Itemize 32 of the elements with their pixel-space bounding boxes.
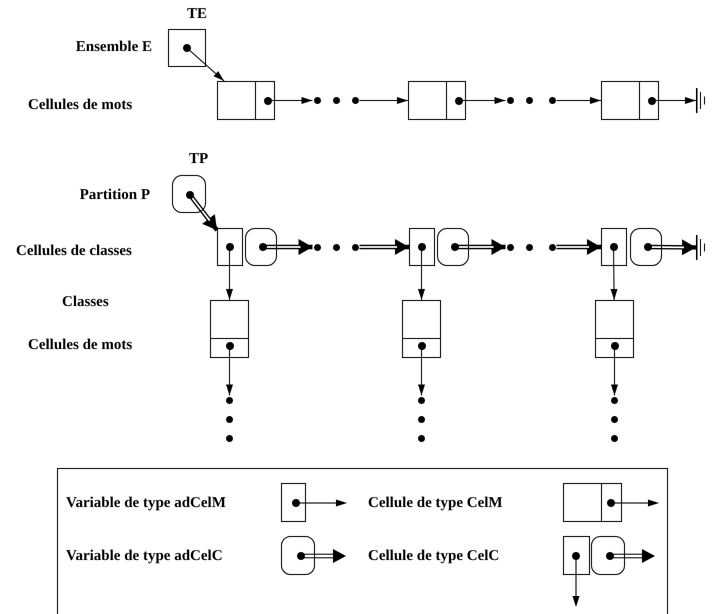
class-cell — [402, 300, 441, 358]
null-terminator-symbol — [696, 235, 706, 260]
pointer-cell — [601, 228, 627, 266]
class-cell — [595, 300, 634, 358]
variable-name: TE — [187, 5, 208, 24]
legend-text: Cellule de type CelC — [368, 547, 500, 566]
variable-name: TP — [189, 150, 208, 169]
word-cell — [601, 81, 659, 120]
row-label: Ensemble E — [76, 38, 152, 57]
rounded-pointer-cell — [172, 175, 206, 213]
pointer-cell — [409, 228, 435, 266]
rounded-pointer-cell — [630, 228, 662, 266]
arrow — [556, 97, 602, 104]
word-cell — [217, 81, 275, 120]
row-label: Partition P — [80, 186, 150, 205]
row-label: Cellules de mots — [28, 336, 132, 355]
double-arrow — [556, 239, 601, 255]
row-label: Cellules de classes — [16, 242, 132, 261]
rounded-pointer-cell — [437, 228, 469, 266]
row-label: Cellules de mots — [28, 96, 132, 115]
double-arrow — [360, 239, 409, 255]
row-label: Classes — [62, 293, 109, 312]
pointer-box — [168, 29, 206, 67]
word-cell — [408, 81, 466, 120]
pointer-cell — [217, 228, 243, 266]
null-terminator-symbol — [696, 88, 706, 113]
legend-text: Cellule de type CelM — [368, 494, 503, 513]
rounded-pointer-cell — [245, 228, 277, 266]
legend-text: Variable de type adCelC — [66, 547, 223, 566]
legend-text: Variable de type adCelM — [66, 494, 226, 513]
class-cell — [210, 300, 249, 358]
arrow — [359, 97, 408, 104]
